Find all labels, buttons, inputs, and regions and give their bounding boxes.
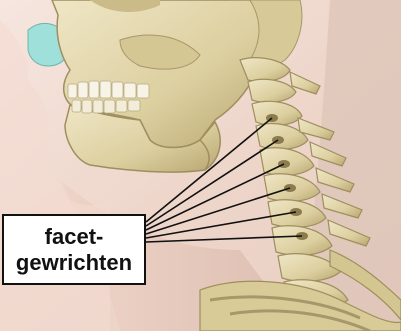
label-line-1: facet-: [45, 224, 104, 250]
label-line-2: gewrichten: [16, 250, 132, 276]
facet-joints-label: facet- gewrichten: [2, 214, 146, 285]
